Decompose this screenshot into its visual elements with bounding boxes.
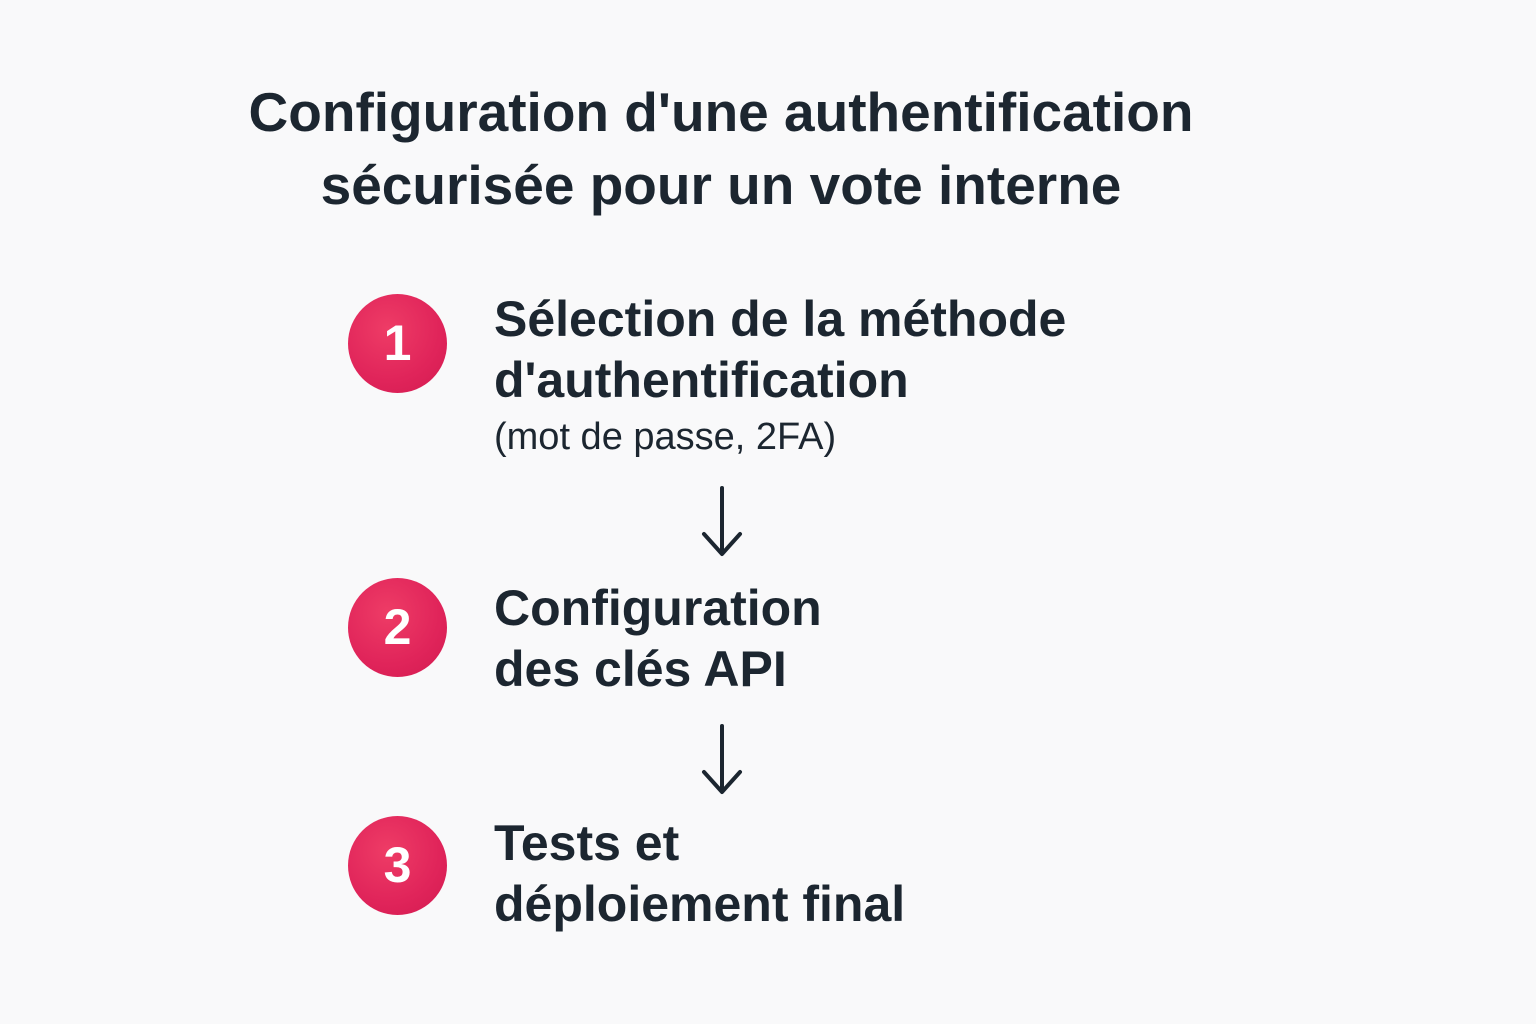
step-1-line-2: d'authentification	[494, 352, 909, 408]
step-3-text: Tests et déploiement final	[494, 813, 905, 935]
down-arrow-icon	[700, 724, 744, 796]
step-1-number-badge: 1	[348, 294, 447, 393]
step-1-subtitle: (mot de passe, 2FA)	[494, 416, 837, 458]
diagram-title: Configuration d'une authentification séc…	[0, 76, 1442, 222]
step-3-number-badge: 3	[348, 816, 447, 915]
step-2-line-1: Configuration	[494, 580, 822, 636]
title-line-1: Configuration d'une authentification	[248, 81, 1194, 143]
step-3-line-2: déploiement final	[494, 876, 906, 932]
step-2-number-badge: 2	[348, 578, 447, 677]
step-2-text: Configuration des clés API	[494, 578, 822, 700]
step-2-line-2: des clés API	[494, 641, 787, 697]
down-arrow-icon	[700, 486, 744, 558]
title-line-2: sécurisée pour un vote interne	[320, 154, 1122, 216]
step-1-line-1: Sélection de la méthode	[494, 291, 1067, 347]
step-3-line-1: Tests et	[494, 815, 680, 871]
step-1-text: Sélection de la méthode d'authentificati…	[494, 289, 1066, 463]
